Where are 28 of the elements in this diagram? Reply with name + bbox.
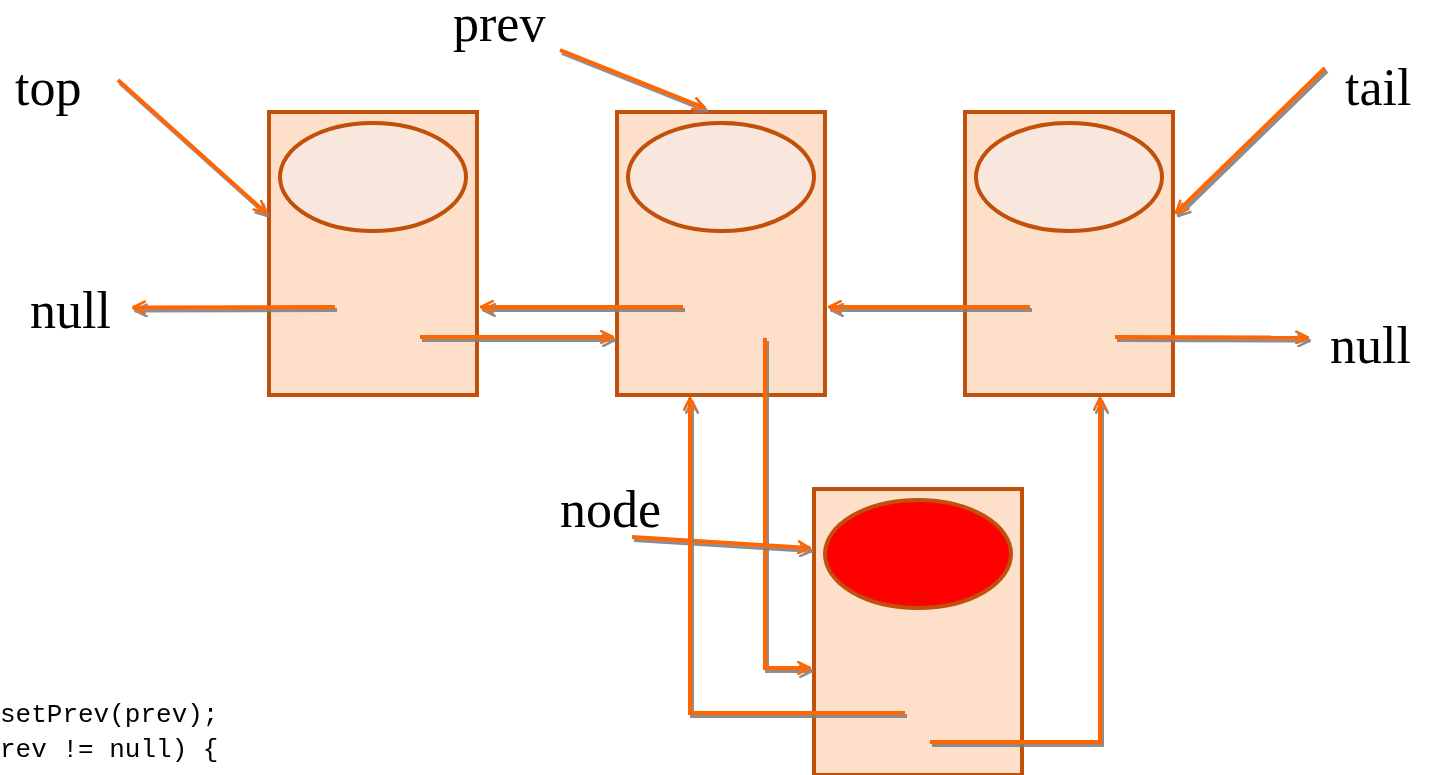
data-ellipse [626,121,816,233]
pointer-label: top [15,60,97,117]
arrow [763,338,812,676]
list-node-box [812,487,1024,775]
list-node-box [615,110,827,397]
arrow [131,300,335,315]
arrow [479,299,683,315]
data-ellipse [278,121,468,233]
arrow [1115,330,1310,345]
list-node-box [963,110,1175,397]
pointer-label: tail [1345,60,1425,117]
pointer-label: node [560,482,685,539]
arrow [1174,66,1327,215]
arrow [559,48,707,111]
arrow [930,396,1108,744]
pointer-label: prev [453,0,563,53]
arrow [420,329,615,345]
data-ellipse [823,498,1013,610]
code-line: setPrev(prev); [0,700,219,730]
pointer-label: null [30,283,130,340]
arrow [682,396,905,715]
arrow [116,78,268,215]
pointer-label: null [1330,318,1430,375]
code-line: rev != null) { [0,735,219,765]
arrow [631,535,812,555]
data-ellipse [974,121,1164,233]
list-node-box [267,110,479,397]
arrow [827,299,1030,315]
